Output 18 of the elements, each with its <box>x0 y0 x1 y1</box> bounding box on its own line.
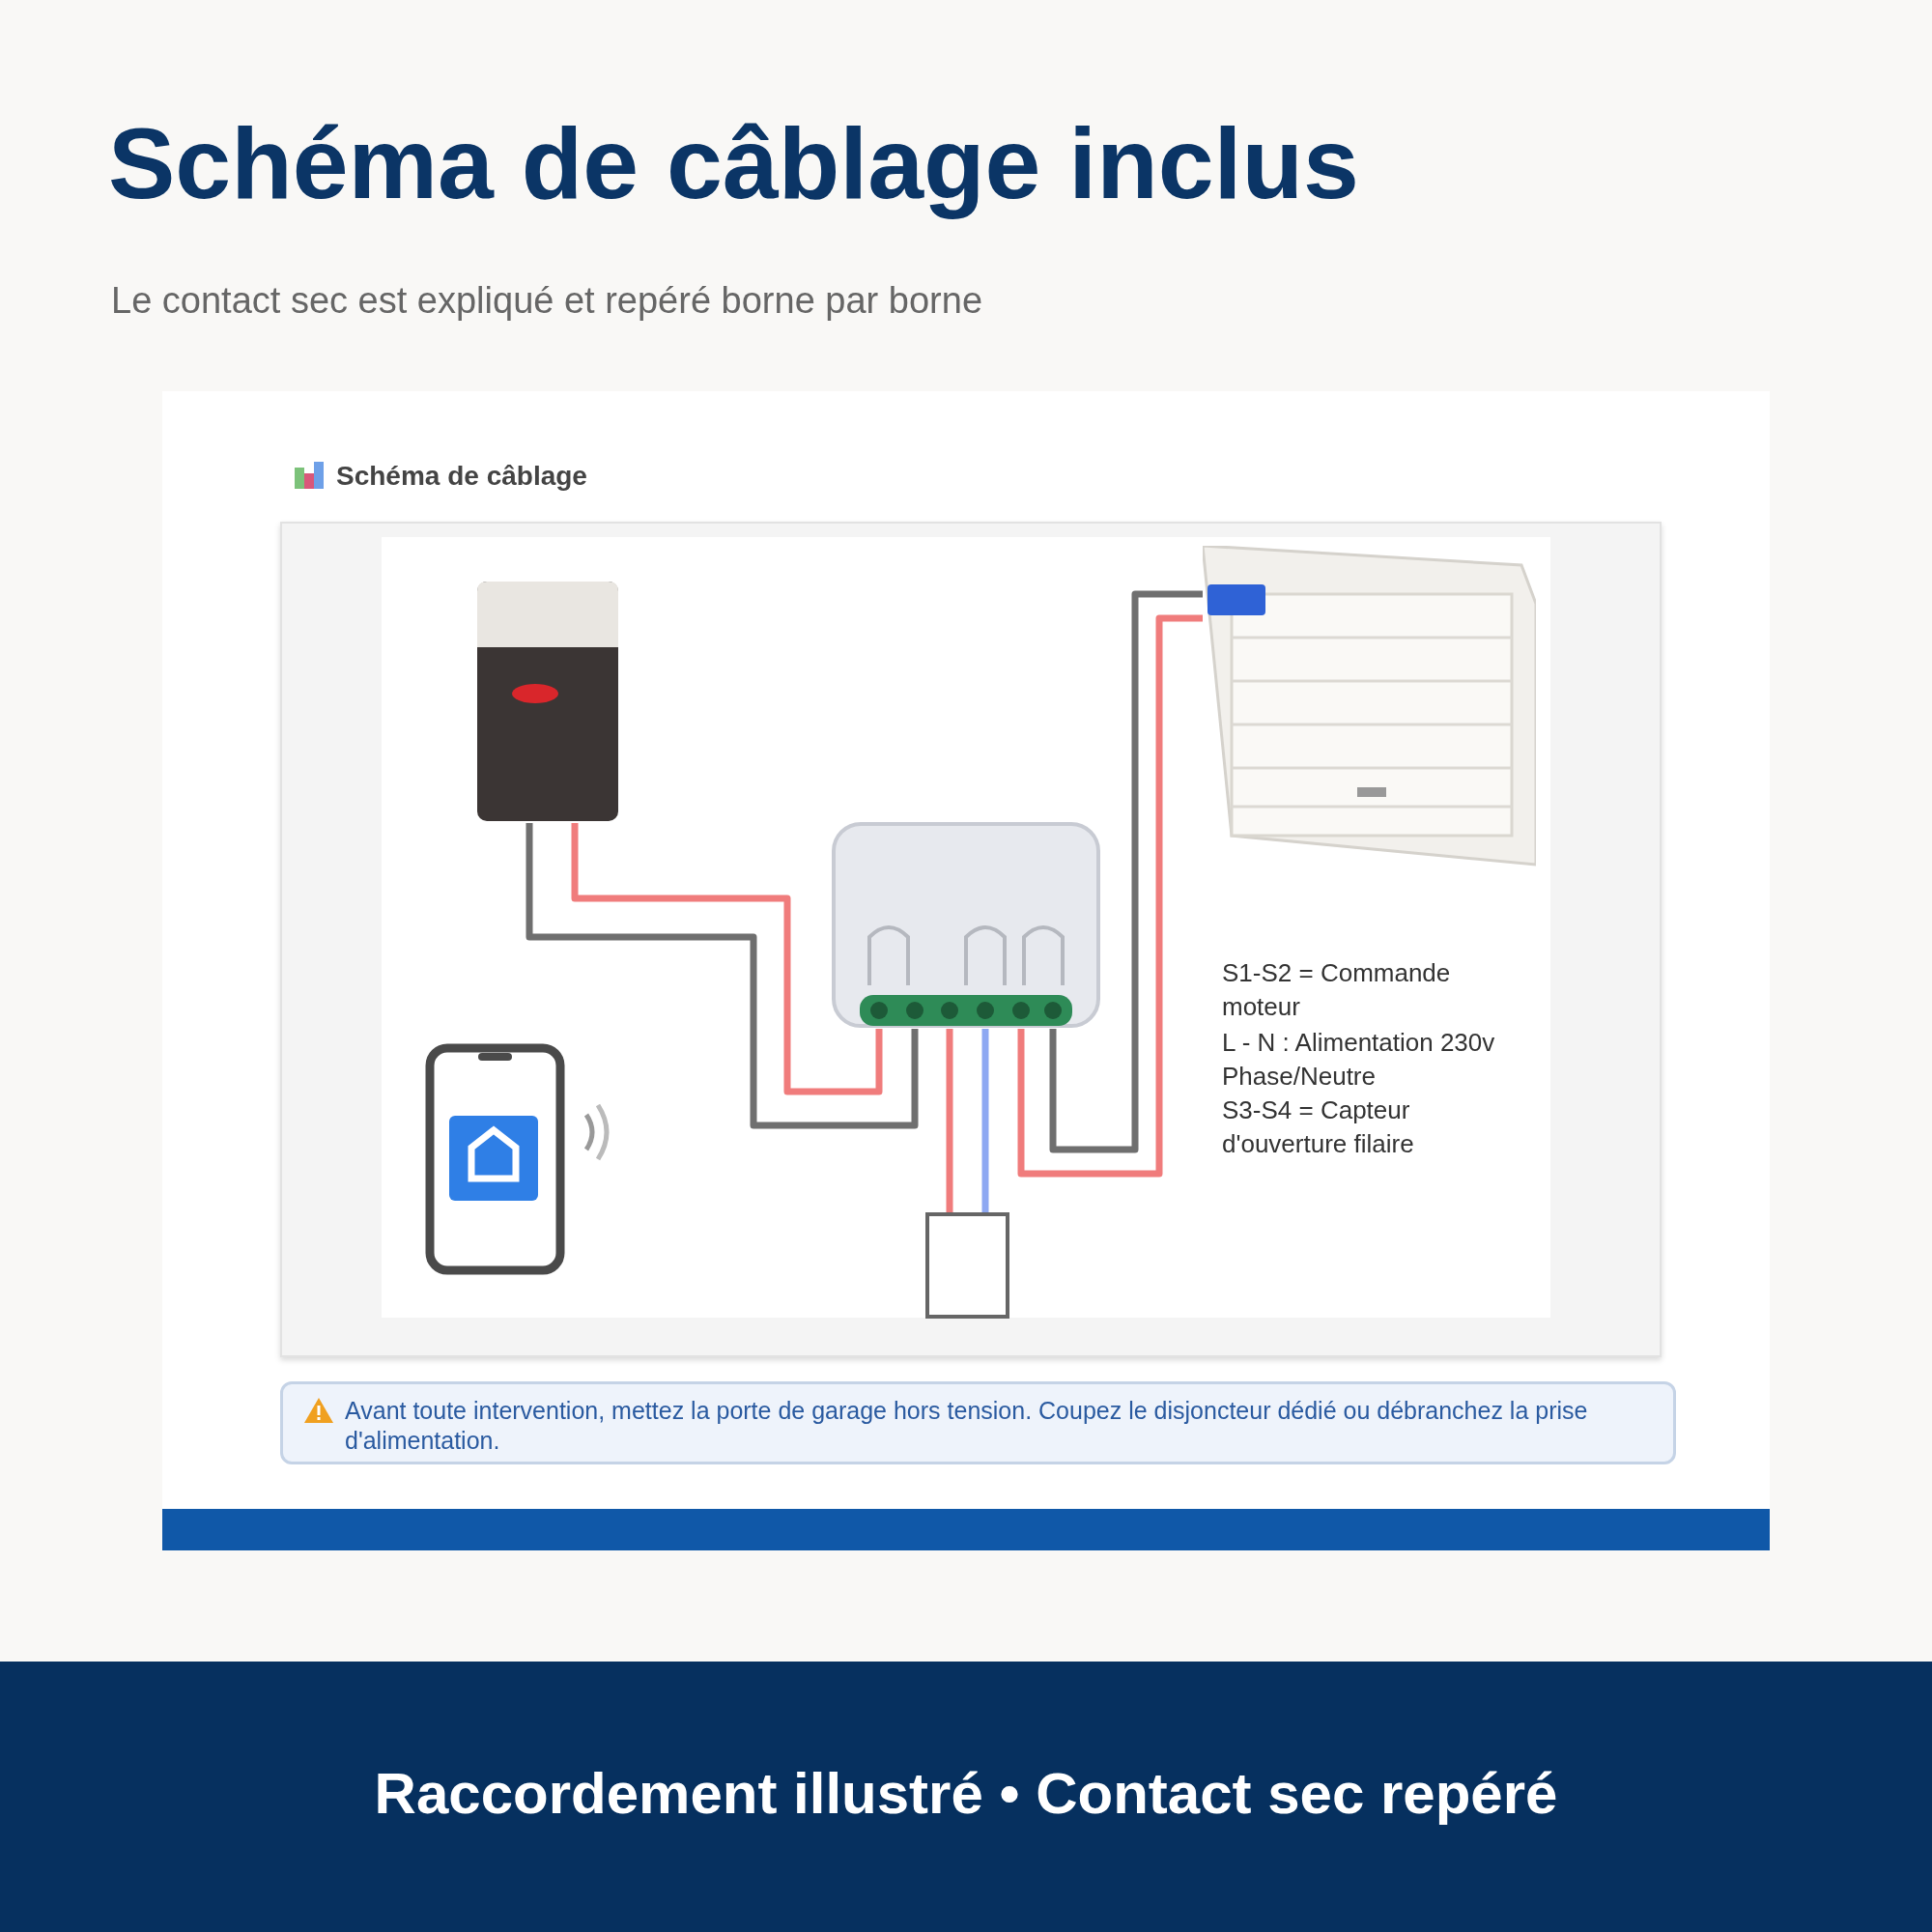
relay-module-drawing <box>831 821 1101 1029</box>
footer-caption: Raccordement illustré • Contact sec repéré <box>373 1760 1559 1828</box>
subtitle: Le contact sec est expliqué et repéré borne par borne <box>111 280 983 322</box>
remote-control-drawing <box>475 580 620 823</box>
legend-text: S1-S2 = Commande moteur <box>1222 957 1452 1023</box>
wire <box>526 823 919 1129</box>
power-box <box>925 1212 1009 1319</box>
smartphone-drawing <box>425 1043 565 1275</box>
panel-heading: Schéma de câblage <box>336 461 587 492</box>
wire <box>1049 590 1203 1153</box>
wire <box>571 823 883 1095</box>
legend-text: L - N : Alimentation 230v Phase/Neutre <box>1222 1027 1496 1093</box>
page-title: Schéma de câblage inclus <box>108 108 1359 219</box>
legend-text: S3-S4 = Capteur d'ouverture filaire <box>1222 1094 1415 1160</box>
warning-text: Avant toute intervention, mettez la porte de garage hors tension. Coupez le disjoncteur dédié ou débranchez la prise d'alimentation. <box>345 1396 1589 1456</box>
warning-box <box>280 1381 1676 1464</box>
wire <box>1017 614 1203 1178</box>
banner-bar <box>162 1509 1770 1550</box>
